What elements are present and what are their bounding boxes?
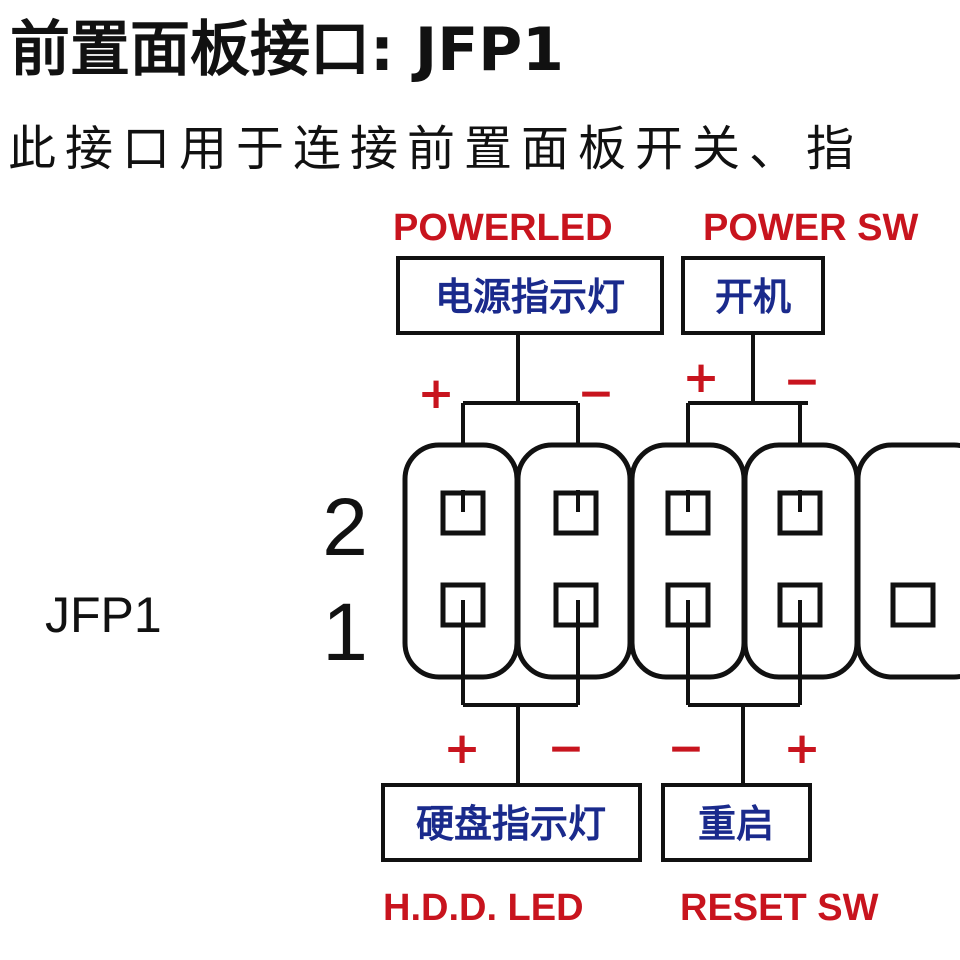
row-2-label: 2 — [322, 482, 368, 573]
reset-sw-wire — [686, 600, 802, 785]
reset-sw-label: RESET SW — [680, 887, 879, 929]
reset-sw-cn-label: 重启 — [698, 802, 774, 846]
powerled-minus: − — [578, 368, 615, 419]
power-sw-minus: − — [784, 356, 821, 407]
hdd-led-minus: − — [548, 723, 585, 774]
pin — [553, 490, 599, 536]
row-1-label: 1 — [322, 587, 368, 678]
powerled-wire — [461, 333, 580, 512]
power-sw-plus: + — [683, 352, 720, 403]
subtitle: 此接口用于连接前置面板开关、指 — [8, 121, 863, 177]
hdd-led-box — [381, 783, 642, 862]
page-title: 前置面板接口: JFP1 — [10, 15, 564, 85]
pin — [890, 582, 936, 628]
pin-housing — [855, 442, 960, 680]
power-sw-label: POWER SW — [703, 207, 918, 249]
reset-sw-box — [661, 783, 812, 862]
power-sw-wire — [686, 333, 808, 512]
pin-housing — [515, 442, 633, 680]
pin-header — [402, 442, 960, 680]
top-wire-ends — [461, 490, 802, 512]
powerled-cn-label: 电源指示灯 — [435, 275, 625, 319]
hdd-led-cn-label: 硬盘指示灯 — [416, 802, 606, 846]
hdd-led-wire — [461, 600, 580, 785]
powerled-label: POWERLED — [393, 207, 613, 249]
reset-sw-plus: + — [784, 723, 821, 774]
powerled-box — [396, 256, 664, 335]
connector-label: JFP1 — [45, 587, 162, 643]
hdd-led-label: H.D.D. LED — [383, 887, 584, 929]
hdd-led-plus: + — [444, 723, 481, 774]
power-sw-cn-label: 开机 — [715, 275, 791, 319]
reset-sw-minus: − — [668, 723, 705, 774]
powerled-plus: + — [418, 368, 455, 419]
